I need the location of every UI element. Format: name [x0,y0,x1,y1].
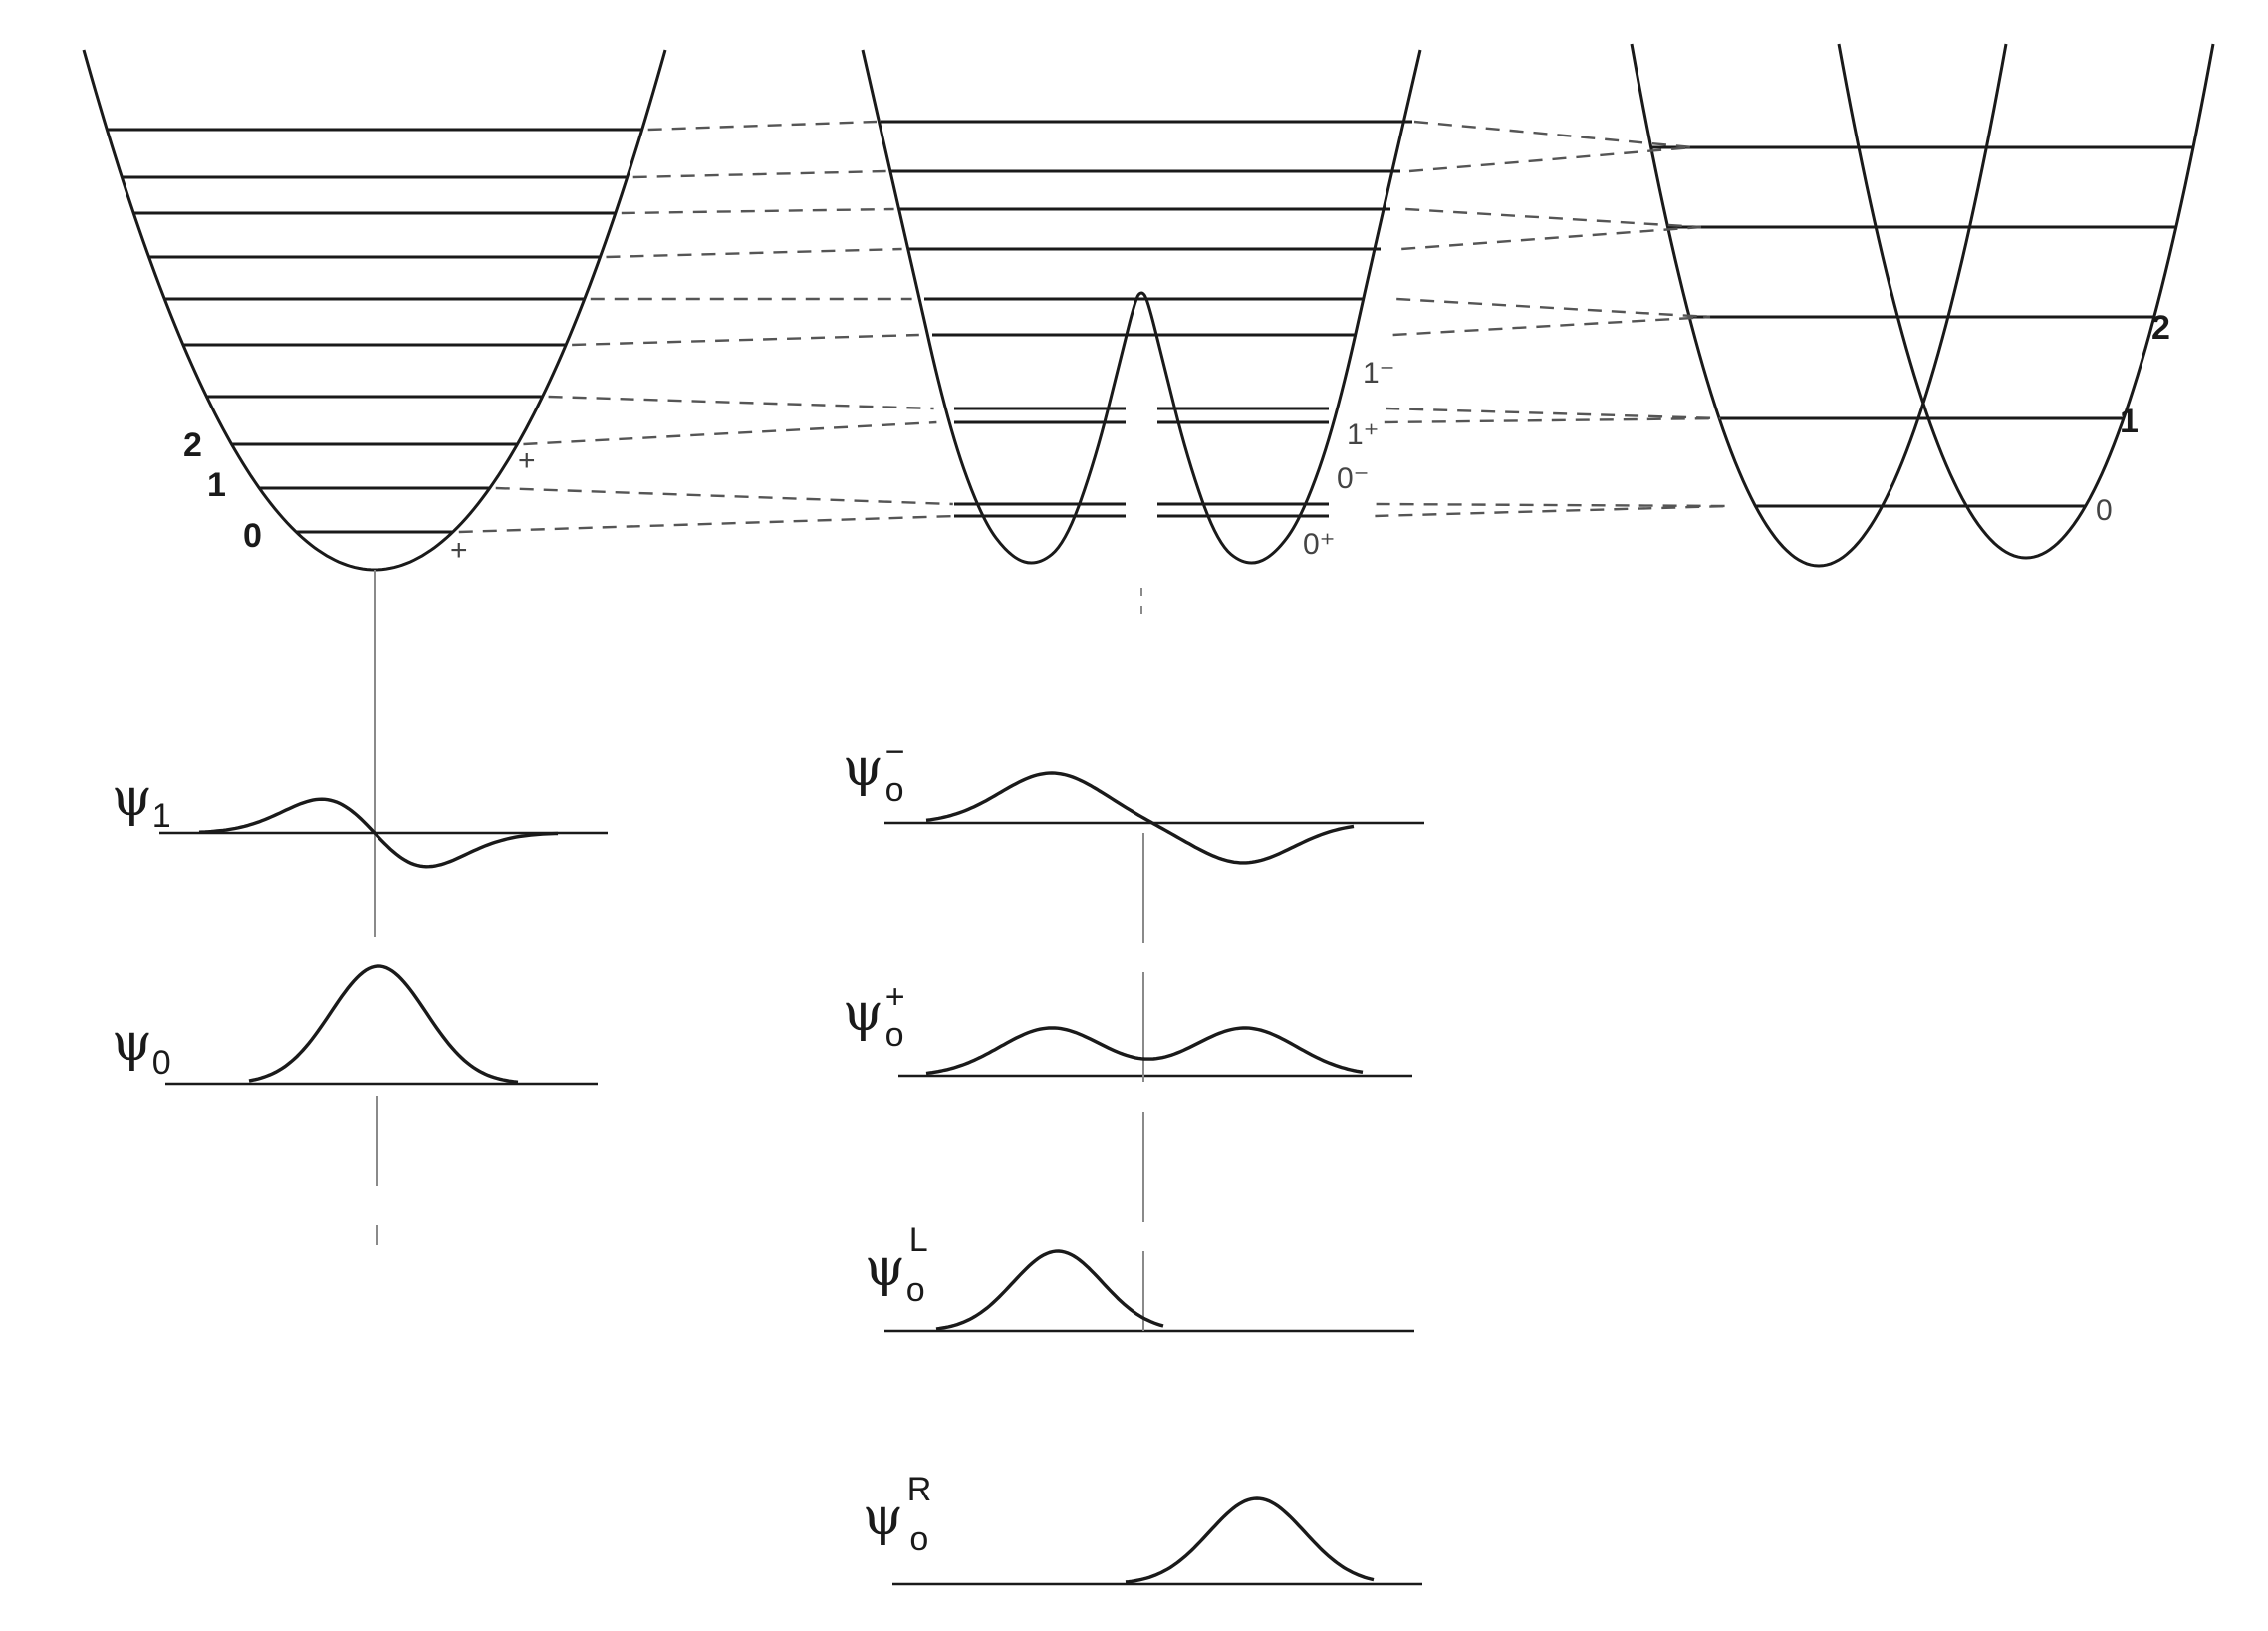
left-level-label-0: 0 [243,517,262,555]
middle-level-label-0-minus: 0⁻ [1337,462,1370,495]
label-psi-0: ψ0 [112,1013,171,1082]
correlation-left-to-middle [606,247,902,259]
middle-double-well [861,49,1422,565]
curve-psi-0 [248,964,519,1084]
correlation-middle-to-right [1376,502,1730,508]
right-well-left [1630,43,2008,568]
correlation-left-to-middle [572,333,919,347]
middle-level-label-0-plus: 0⁺ [1303,528,1336,561]
label-psi-1: ψ1 [112,768,171,835]
correlation-middle-to-right [1408,145,1694,173]
psi-subscript: o [909,1520,928,1558]
label-psi-o-plus: ψ+o [843,978,905,1054]
middle-level-label-1-plus: 1⁺ [1347,418,1380,451]
label-psi-o-minus: ψ−o [843,733,905,809]
right-well-right [1837,43,2215,560]
psi-symbol: ψ [843,983,883,1043]
wavefunction-axes [159,570,1424,1586]
psi-subscript: 0 [152,1044,171,1082]
psi-subscript: o [885,771,904,809]
correlation-middle-to-right [1396,297,1711,319]
psi-superscript: L [909,1222,928,1259]
psi-symbol: ψ [843,738,883,798]
wavefunction-curves [198,771,1375,1584]
psi-subscript: 1 [152,797,171,835]
correlation-left-to-middle [548,395,934,410]
curve-psi-o-left [935,1249,1164,1331]
correlation-middle-to-right [1375,504,1730,518]
correlation-left-to-middle [632,169,887,179]
correlation-left-to-middle [458,514,956,534]
left-level-label-2: 2 [183,426,202,464]
energy-levels [107,120,2193,618]
right-level-label-1: 1 [2120,403,2139,440]
left-sign-mark-upper: + [518,444,536,477]
psi-superscript: R [907,1471,932,1508]
correlation-left-to-middle [495,486,953,506]
correlation-left-to-middle [621,207,894,215]
correlation-lines [458,120,1730,534]
curve-psi-1 [198,797,559,869]
psi-symbol: ψ [865,1238,905,1298]
correlation-middle-to-right [1384,416,1721,424]
left-level-label-1: 1 [207,466,226,504]
correlation-middle-to-right [1405,207,1702,229]
psi-symbol: ψ [863,1488,903,1547]
middle-level-label-1-minus: 1⁻ [1363,357,1395,390]
psi-subscript: o [885,1016,904,1054]
curve-psi-o-right [1125,1496,1375,1584]
correlation-left-to-middle [523,420,937,446]
left-sign-mark-lower: + [450,534,468,567]
correlation-middle-to-right [1386,407,1721,420]
psi-superscript: + [885,978,905,1016]
correlation-left-to-middle [647,120,878,132]
psi-subscript: o [906,1271,925,1309]
curve-psi-o-plus [925,1026,1364,1076]
psi-symbol: ψ [112,768,152,828]
right-level-label-2: 2 [2151,309,2170,347]
psi-superscript: − [885,733,905,771]
psi-symbol: ψ [112,1013,152,1073]
correlation-middle-to-right [1392,315,1711,337]
curve-psi-o-minus [925,771,1355,865]
correlation-middle-to-right [1401,225,1702,251]
right-level-label-0: 0 [2096,494,2113,527]
